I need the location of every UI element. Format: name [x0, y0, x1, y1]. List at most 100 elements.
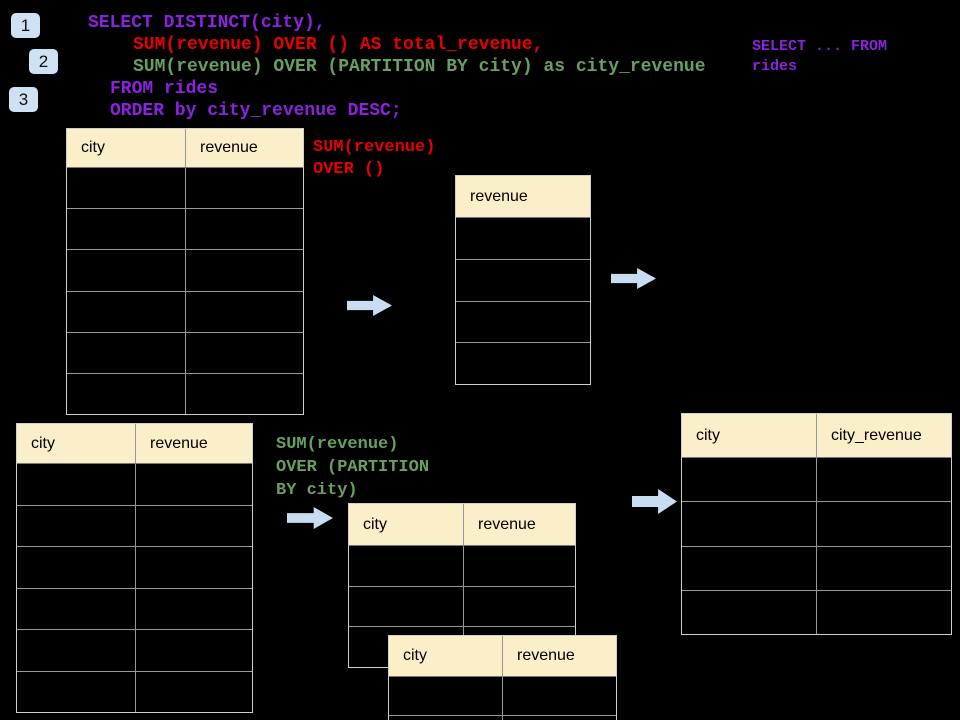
table-row — [456, 218, 590, 260]
table-cell — [682, 590, 817, 634]
table-cell — [67, 250, 186, 291]
step-badge-3-label: 3 — [18, 89, 29, 109]
table-cell — [349, 586, 464, 627]
column-header-revenue: revenue — [517, 647, 575, 664]
column-header-city: city — [17, 424, 136, 463]
table-cell — [389, 716, 503, 720]
table-cell — [389, 677, 503, 715]
column-header-city-revenue: city_revenue — [831, 426, 922, 444]
table-row — [682, 502, 951, 547]
step-badge-1-label: 1 — [20, 15, 31, 35]
table-row — [389, 677, 616, 716]
table-cell — [186, 333, 303, 373]
annotation-partition-window: SUM(revenue) OVER (PARTITION BY city) — [276, 435, 430, 500]
table-row — [17, 464, 252, 506]
table-row — [349, 546, 575, 587]
side-note-select-from-rides: SELECT ... FROM rides — [752, 38, 888, 75]
column-header-revenue: revenue — [150, 434, 208, 452]
sql-line-sum-over-partition: SUM(revenue) OVER (PARTITION BY city) as… — [133, 57, 706, 77]
table-cell — [67, 332, 186, 373]
table-cell — [17, 588, 136, 629]
table-cell — [17, 630, 136, 671]
step-badge-2-label: 2 — [38, 51, 49, 71]
table-cell — [682, 458, 817, 502]
table-body — [682, 458, 951, 634]
table-cell — [17, 505, 136, 546]
table-source-bottom-header: city revenue — [17, 424, 252, 464]
table-cell — [67, 209, 186, 250]
table-row — [456, 302, 590, 344]
table-cell — [349, 546, 464, 586]
table-cell — [136, 506, 252, 547]
table-row — [389, 716, 616, 720]
table-row — [67, 332, 303, 374]
table-row — [682, 546, 951, 591]
table-row — [17, 505, 252, 547]
table-partition-input-overlay: city revenue — [388, 635, 617, 720]
table-partition-input-overlay-header: city revenue — [389, 636, 616, 677]
table-cell — [682, 546, 817, 590]
step-badge-3: 3 — [9, 87, 38, 112]
column-header-revenue: revenue — [478, 515, 536, 533]
table-cell — [817, 591, 951, 634]
table-cell — [464, 587, 575, 627]
table-cell — [67, 168, 186, 209]
table-row — [17, 588, 252, 630]
table-cell — [136, 547, 252, 588]
column-header-revenue: revenue — [200, 139, 258, 156]
sql-line-from: FROM rides — [110, 79, 219, 99]
table-cell — [456, 302, 590, 343]
table-source-top: city revenue — [66, 128, 304, 415]
arrow-right-icon — [287, 507, 333, 529]
table-row — [682, 590, 951, 634]
table-cell — [186, 292, 303, 332]
table-source-top-header: city revenue — [67, 129, 303, 168]
table-cell — [682, 502, 817, 546]
table-cell — [136, 630, 252, 671]
arrow-right-icon — [611, 268, 656, 289]
table-row — [67, 373, 303, 415]
table-row — [17, 630, 252, 672]
arrow-right-icon — [347, 295, 392, 316]
table-body — [389, 677, 616, 720]
table-cell — [136, 589, 252, 630]
table-cell — [817, 502, 951, 545]
table-cell — [17, 671, 136, 712]
table-row — [349, 586, 575, 628]
table-cell — [817, 547, 951, 590]
table-row — [67, 291, 303, 333]
table-cell — [817, 458, 951, 501]
table-cell — [456, 343, 590, 384]
table-partition-input-header: city revenue — [349, 504, 575, 546]
table-row — [67, 250, 303, 292]
table-total-result: revenue — [455, 175, 591, 385]
table-body — [456, 218, 590, 384]
table-cell — [17, 547, 136, 588]
table-row — [456, 260, 590, 302]
table-partition-result: city city_revenue — [681, 413, 952, 635]
table-row — [456, 343, 590, 384]
table-body — [67, 168, 303, 415]
table-cell — [186, 374, 303, 414]
table-row — [17, 547, 252, 589]
column-header-city: city — [682, 414, 817, 457]
annotation-total-window: SUM(revenue) OVER () — [313, 138, 436, 179]
table-cell — [136, 464, 252, 505]
table-cell — [136, 672, 252, 713]
table-row — [67, 168, 303, 210]
column-header-city: city — [349, 504, 464, 545]
table-cell — [17, 464, 136, 505]
sql-line-sum-over-total: SUM(revenue) OVER () AS total_revenue, — [133, 35, 544, 55]
column-header-city: city — [67, 129, 186, 167]
step-badge-2: 2 — [29, 49, 58, 74]
column-header-city: city — [389, 636, 503, 676]
sql-line-select-distinct: SELECT DISTINCT(city), — [88, 13, 326, 33]
step-badge-1: 1 — [11, 13, 40, 38]
table-cell — [456, 218, 590, 259]
sql-line-order-by: ORDER by city_revenue DESC; — [110, 101, 402, 121]
table-cell — [503, 716, 616, 720]
table-cell — [456, 260, 590, 301]
table-partition-input: city revenue — [348, 503, 576, 668]
table-body — [17, 464, 252, 712]
